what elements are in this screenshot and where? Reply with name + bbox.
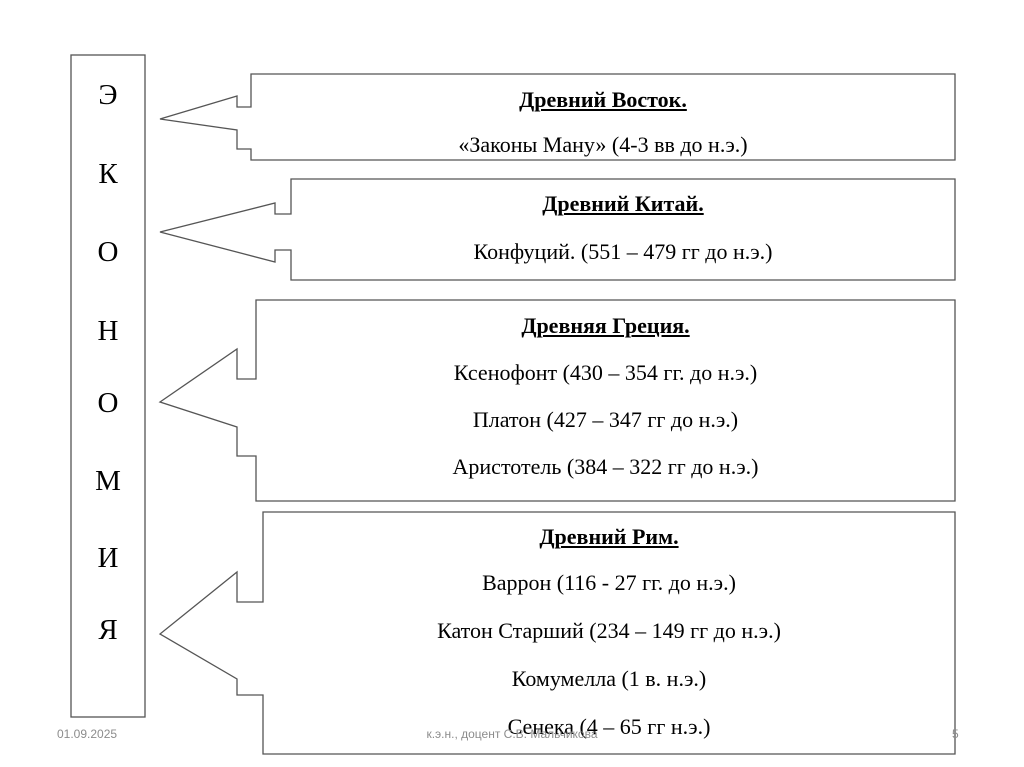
box-ancient-greece: Древняя Греция. Ксенофонт (430 – 354 гг.… [256,313,955,480]
box-ancient-china: Древний Китай. Конфуций. (551 – 479 гг д… [291,191,955,265]
box-title: Древняя Греция. [521,313,690,338]
footer-author: к.э.н., доцент С.В. Мальчикова [426,727,598,741]
box-line: Варрон (116 - 27 гг. до н.э.) [482,570,736,595]
box-line: Аристотель (384 – 322 гг до н.э.) [452,454,759,479]
box-line: Платон (427 – 347 гг до н.э.) [472,407,739,432]
arrow-ancient-east [159,73,956,161]
box-title: Древний Китай. [542,191,704,216]
vertical-letter: Н [97,315,119,347]
box-line: «Законы Ману» (4-3 вв до н.э.) [458,132,748,157]
vertical-letter: О [97,387,119,419]
vertical-letter: К [98,158,118,190]
box-line: Комумелла (1 в. н.э.) [511,666,707,691]
box-line: Конфуций. (551 – 479 гг до н.э.) [473,239,773,264]
vertical-letter: Я [98,614,118,646]
box-ancient-rome: Древний Рим. Варрон (116 - 27 гг. до н.э… [263,524,955,740]
box-line: Катон Старший (234 – 149 гг до н.э.) [437,618,781,643]
box-title: Древний Восток. [519,87,687,112]
box-ancient-east: Древний Восток. «Законы Ману» (4-3 вв до… [251,87,955,158]
box-line: Ксенофонт (430 – 354 гг. до н.э.) [453,360,758,385]
footer-page-number: 5 [952,727,959,741]
economy-vertical-box [70,54,146,718]
vertical-letter: Э [98,79,118,111]
footer-date: 01.09.2025 [57,727,118,741]
arrow-ancient-greece [158,299,956,502]
vertical-letter: О [97,236,119,268]
box-line: Сенека (4 – 65 гг н.э.) [507,714,711,739]
vertical-letter: И [97,542,119,574]
box-title: Древний Рим. [539,524,679,549]
arrow-ancient-rome [158,511,956,755]
vertical-letter: М [95,465,121,497]
arrow-ancient-china [159,178,956,281]
